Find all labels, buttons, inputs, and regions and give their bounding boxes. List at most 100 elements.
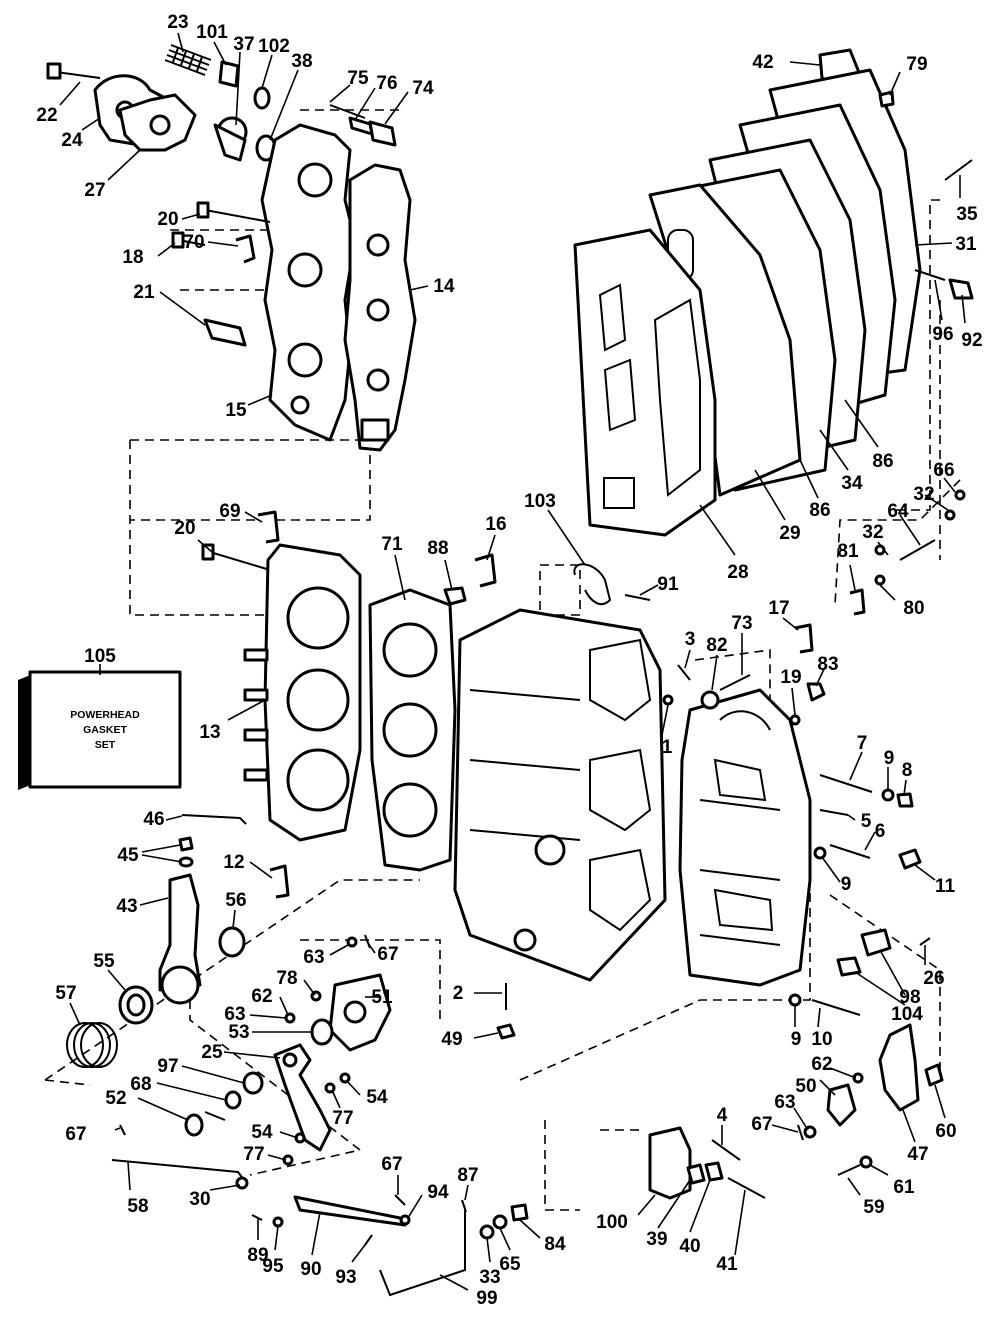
callout-75: 75 xyxy=(347,68,369,89)
callout-27: 27 xyxy=(84,180,105,201)
callout-20-top: 20 xyxy=(157,209,178,230)
callout-58: 58 xyxy=(127,1196,148,1217)
callout-68: 68 xyxy=(130,1074,151,1095)
callout-33: 33 xyxy=(479,1267,500,1288)
callout-71: 71 xyxy=(381,534,403,555)
callout-95: 95 xyxy=(262,1256,284,1277)
callout-45: 45 xyxy=(117,845,139,866)
callout-63-lower: 63 xyxy=(774,1092,795,1113)
callout-69: 69 xyxy=(219,501,240,522)
callout-49: 49 xyxy=(441,1029,462,1050)
gasket-set-line-1: POWERHEAD xyxy=(70,709,140,721)
callout-73: 73 xyxy=(731,613,752,634)
callout-105: 105 xyxy=(84,646,116,667)
callout-82: 82 xyxy=(706,635,727,656)
callout-31: 31 xyxy=(955,234,977,255)
callout-22: 22 xyxy=(36,105,57,126)
exhaust-cover-assembly xyxy=(573,48,974,537)
callout-59: 59 xyxy=(863,1197,884,1218)
callout-67-right: 67 xyxy=(751,1114,772,1135)
callout-51: 51 xyxy=(371,987,393,1008)
callout-81: 81 xyxy=(837,541,859,562)
cylinder-block-assembly xyxy=(201,510,691,982)
callout-4: 4 xyxy=(717,1105,728,1126)
callout-60: 60 xyxy=(935,1121,956,1142)
callout-1: 1 xyxy=(662,737,673,758)
callout-63-mid: 63 xyxy=(224,1004,245,1025)
crankcase-assembly xyxy=(678,489,966,1016)
assembly-dashed-lines xyxy=(44,109,961,1211)
cylinder-head-assembly xyxy=(46,44,417,452)
callout-labels: 23 101 37 102 38 22 24 27 20 70 18 21 15… xyxy=(36,12,982,1309)
callout-12: 12 xyxy=(223,852,244,873)
callout-24: 24 xyxy=(61,130,83,151)
callout-9-upper: 9 xyxy=(884,748,895,769)
callout-103: 103 xyxy=(524,491,556,512)
callout-70: 70 xyxy=(183,232,204,253)
callout-86-upper: 86 xyxy=(872,451,893,472)
callout-19: 19 xyxy=(780,667,801,688)
callout-84: 84 xyxy=(544,1234,566,1255)
callout-79: 79 xyxy=(906,54,927,75)
callout-46: 46 xyxy=(143,809,164,830)
callout-99: 99 xyxy=(476,1288,497,1309)
callout-21: 21 xyxy=(133,282,155,303)
callout-11: 11 xyxy=(935,876,956,897)
callout-2: 2 xyxy=(453,983,464,1004)
leader-lines xyxy=(59,32,966,1291)
callout-89: 89 xyxy=(247,1245,268,1266)
callout-62-left: 62 xyxy=(251,986,272,1007)
callout-77-right: 77 xyxy=(332,1108,353,1129)
callout-32-upper: 32 xyxy=(913,484,934,505)
callout-50: 50 xyxy=(795,1076,816,1097)
callout-76: 76 xyxy=(376,73,397,94)
callout-93: 93 xyxy=(335,1267,356,1288)
callout-14: 14 xyxy=(433,276,455,297)
callout-43: 43 xyxy=(116,896,137,917)
callout-9-mid: 9 xyxy=(841,874,852,895)
callout-5: 5 xyxy=(861,811,872,832)
throttle-linkage-assembly xyxy=(66,814,529,1297)
callout-90: 90 xyxy=(300,1259,321,1280)
callout-78: 78 xyxy=(276,968,297,989)
control-parts-assembly xyxy=(648,1023,944,1200)
callout-42: 42 xyxy=(752,52,773,73)
callout-35: 35 xyxy=(956,204,978,225)
callout-37: 37 xyxy=(233,34,254,55)
callout-67-lower: 67 xyxy=(381,1154,402,1175)
callout-104: 104 xyxy=(891,1004,923,1025)
callout-18: 18 xyxy=(122,247,143,268)
callout-80: 80 xyxy=(903,598,924,619)
callout-74: 74 xyxy=(412,78,434,99)
callout-26: 26 xyxy=(923,968,944,989)
callout-61: 61 xyxy=(893,1177,915,1198)
callout-47: 47 xyxy=(907,1144,928,1165)
callout-8: 8 xyxy=(902,760,913,781)
callout-29: 29 xyxy=(779,523,800,544)
callout-77-left: 77 xyxy=(243,1144,264,1165)
callout-67-upper: 67 xyxy=(377,944,398,965)
callout-56: 56 xyxy=(225,890,246,911)
callout-92: 92 xyxy=(961,330,982,351)
callout-7: 7 xyxy=(857,733,868,754)
callout-62-right: 62 xyxy=(811,1054,832,1075)
callout-38: 38 xyxy=(291,51,312,72)
callout-97: 97 xyxy=(157,1056,178,1077)
callout-28: 28 xyxy=(727,562,748,583)
callout-40: 40 xyxy=(679,1236,700,1257)
callout-87: 87 xyxy=(457,1165,478,1186)
callout-30: 30 xyxy=(189,1189,210,1210)
callout-53: 53 xyxy=(228,1022,249,1043)
callout-54-left: 54 xyxy=(251,1122,273,1143)
callout-88: 88 xyxy=(427,538,448,559)
callout-9-lower: 9 xyxy=(791,1029,802,1050)
callout-83: 83 xyxy=(817,654,838,675)
spring-23 xyxy=(164,44,212,76)
callout-91: 91 xyxy=(657,574,679,595)
callout-10: 10 xyxy=(811,1029,832,1050)
callout-15: 15 xyxy=(225,400,247,421)
callout-102: 102 xyxy=(258,36,290,57)
fins-13 xyxy=(243,648,269,782)
callout-64: 64 xyxy=(887,501,909,522)
